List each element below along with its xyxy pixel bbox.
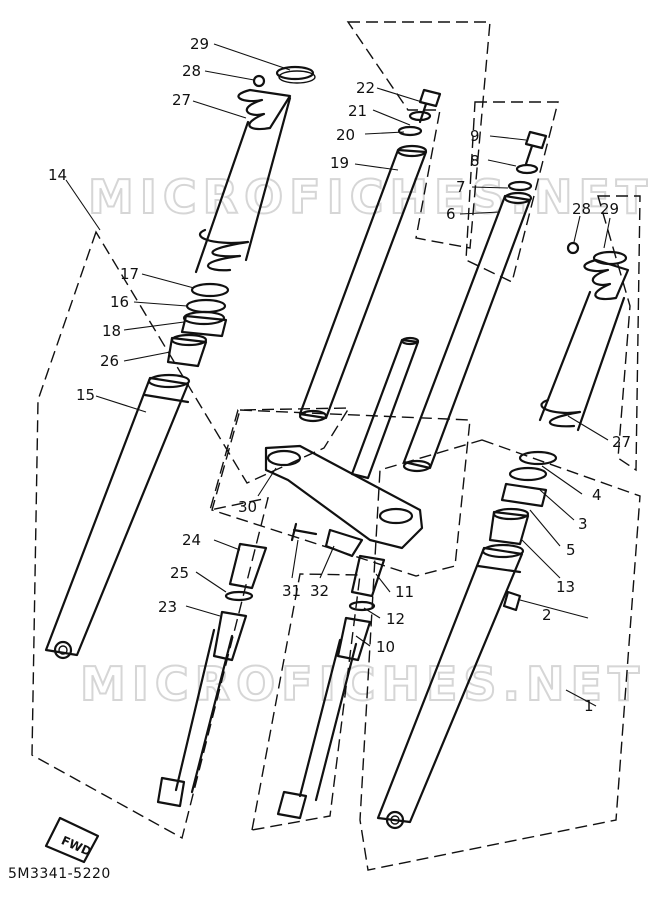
callout-29: 29 xyxy=(190,35,209,53)
callout-13: 13 xyxy=(556,578,575,596)
damper-rod-right xyxy=(276,554,386,820)
seal-stack-left xyxy=(166,65,316,368)
dust-boot-left xyxy=(194,88,292,274)
callout-14: 14 xyxy=(48,166,67,184)
callout-23: 23 xyxy=(158,598,177,616)
callout-15: 15 xyxy=(76,386,95,404)
callout-30: 30 xyxy=(238,498,257,516)
callout-8: 8 xyxy=(470,152,480,170)
outline-damper-rod xyxy=(251,573,361,831)
callouts: 1 2 3 4 5 6 7 8 9 10 11 12 13 14 15 16 1… xyxy=(48,35,631,715)
outline-triple-clamp xyxy=(211,409,471,577)
callout-17: 17 xyxy=(120,265,139,283)
callout-21: 21 xyxy=(348,102,367,120)
callout-25: 25 xyxy=(170,564,189,582)
callout-31: 31 xyxy=(282,582,301,600)
watermark-bottom: MICROFICHES.NET xyxy=(80,657,645,711)
fwd-label: FWD xyxy=(59,833,93,859)
callout-19: 19 xyxy=(330,154,349,172)
drawing-code: 5M3341-5220 xyxy=(8,866,111,882)
outline-right-leg xyxy=(359,439,641,871)
outline-inner-tube-right xyxy=(465,101,559,283)
callout-7: 7 xyxy=(456,178,466,196)
callout-12: 12 xyxy=(386,610,405,628)
callout-32: 32 xyxy=(310,582,329,600)
callout-10: 10 xyxy=(376,638,395,656)
callout-26: 26 xyxy=(100,352,119,370)
callout-6: 6 xyxy=(446,205,456,223)
callout-20: 20 xyxy=(336,126,355,144)
callout-5: 5 xyxy=(566,541,576,559)
seal-stack-right xyxy=(488,450,558,546)
callout-24: 24 xyxy=(182,531,201,549)
leader-lines xyxy=(65,43,611,707)
damper-rod-left xyxy=(156,542,268,808)
triple-clamp xyxy=(264,336,424,558)
callout-28-right: 28 xyxy=(572,200,591,218)
outline-right-dust-seal xyxy=(597,195,641,472)
callout-16: 16 xyxy=(110,293,129,311)
callout-18: 18 xyxy=(102,322,121,340)
outer-tube-left xyxy=(44,373,191,660)
inner-tube-right xyxy=(402,130,548,473)
fwd-arrow-icon: FWD xyxy=(44,816,100,864)
callout-27: 27 xyxy=(172,91,191,109)
outer-tube-right xyxy=(376,543,525,830)
callout-4: 4 xyxy=(592,486,602,504)
watermark-top: MICROFICHES.NET xyxy=(88,170,653,224)
callout-1: 1 xyxy=(584,697,594,715)
callout-9: 9 xyxy=(470,127,480,145)
dust-boot-right xyxy=(538,241,630,432)
callout-2: 2 xyxy=(542,606,552,624)
callout-3: 3 xyxy=(578,515,588,533)
outline-inner-tube-left xyxy=(346,21,491,249)
callout-22: 22 xyxy=(356,79,375,97)
callout-27-right: 27 xyxy=(612,433,631,451)
callout-29-right: 29 xyxy=(600,200,619,218)
callout-28: 28 xyxy=(182,62,201,80)
inner-tube-left xyxy=(298,88,442,423)
callout-11: 11 xyxy=(395,583,414,601)
